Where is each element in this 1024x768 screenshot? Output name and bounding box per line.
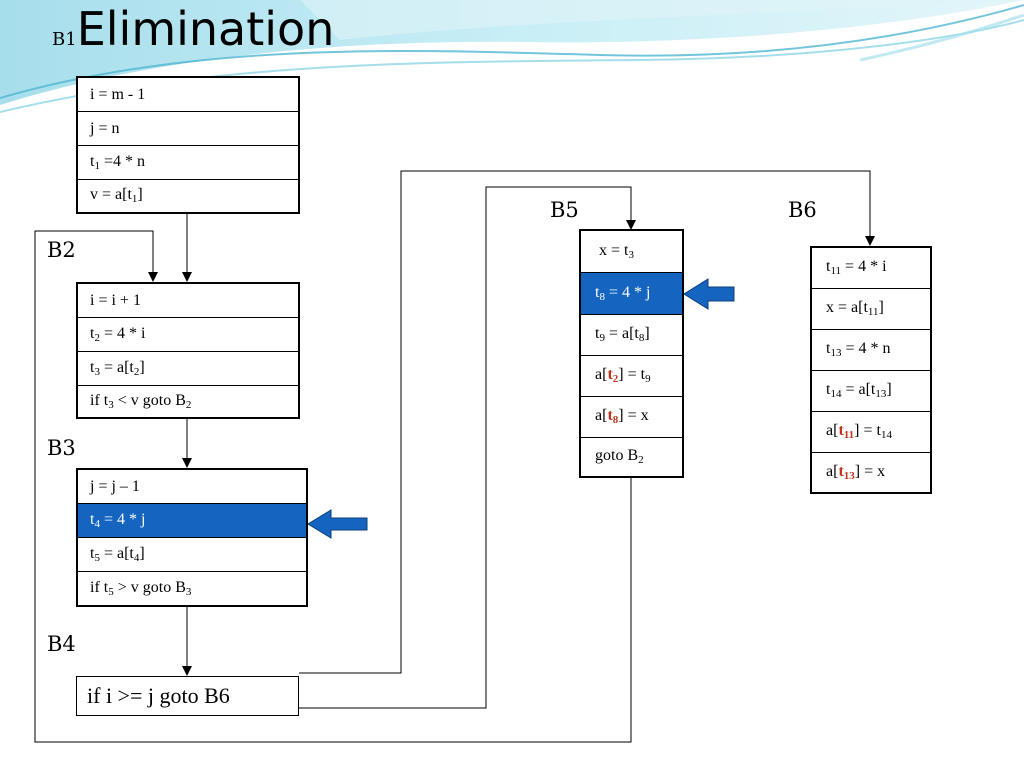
b3-stmt-2: t4 = 4 * j	[90, 510, 146, 530]
b2-stmt-2: t2 = 4 * i	[90, 324, 146, 344]
b3-row-highlighted: t4 = 4 * j	[78, 504, 306, 538]
b1-row: t1 =4 * n	[78, 146, 298, 180]
block-b5: x = t3 t8 = 4 * j t9 = a[t8] a[t2] = t9 …	[579, 229, 684, 478]
b3-stmt-4: if t5 > v goto B3	[90, 578, 192, 598]
b5-row: a[t2] = t9	[581, 356, 682, 397]
block-b4: if i >= j goto B6	[76, 676, 299, 716]
b5-stmt-3: t9 = a[t8]	[595, 325, 650, 344]
b6-stmt-5: a[t11] = t14	[826, 422, 892, 441]
b2-row: t3 = a[t2]	[78, 352, 298, 386]
b5-stmt-5: a[t8] = x	[595, 407, 649, 426]
b6-stmt-3: t13 = 4 * n	[826, 340, 891, 359]
b3-row: if t5 > v goto B3	[78, 572, 306, 605]
b5-stmt-2: t8 = 4 * j	[595, 283, 651, 303]
b3-row: t5 = a[t4]	[78, 538, 306, 572]
b6-stmt-1: t11 = 4 * i	[826, 258, 887, 277]
b6-row: x = a[t11]	[812, 289, 930, 330]
slide-title: B1Elimination	[52, 2, 334, 56]
b6-row: a[t11] = t14	[812, 412, 930, 453]
b2-stmt-3: t3 = a[t2]	[90, 358, 145, 378]
label-b6: B6	[788, 198, 817, 222]
b2-row: t2 = 4 * i	[78, 318, 298, 352]
b6-row: t11 = 4 * i	[812, 248, 930, 289]
block-b6: t11 = 4 * i x = a[t11] t13 = 4 * n t14 =…	[810, 246, 932, 494]
b1-row: v = a[t1]	[78, 180, 298, 212]
b3-row: j = j – 1	[78, 470, 306, 504]
b5-stmt-6: goto B2	[595, 447, 644, 466]
b1-row: j = n	[78, 112, 298, 146]
label-b3: B3	[47, 436, 76, 460]
b5-stmt-4: a[t2] = t9	[595, 366, 651, 385]
title-main: Elimination	[76, 2, 335, 56]
b1-stmt-3: t1 =4 * n	[90, 152, 145, 172]
b3-stmt-3: t5 = a[t4]	[90, 544, 145, 564]
b5-row: x = t3	[581, 231, 682, 273]
b5-stmt-1: x = t3	[599, 241, 634, 261]
b5-row-highlighted: t8 = 4 * j	[581, 273, 682, 315]
b1-stmt-1: i = m - 1	[90, 85, 146, 103]
b2-stmt-4: if t3 < v goto B2	[90, 391, 192, 411]
label-b4: B4	[47, 632, 76, 656]
b2-stmt-1: i = i + 1	[90, 291, 141, 309]
b3-stmt-1: j = j – 1	[90, 477, 140, 495]
block-b1: i = m - 1 j = n t1 =4 * n v = a[t1]	[76, 76, 300, 214]
b5-row: t9 = a[t8]	[581, 315, 682, 356]
b5-row: a[t8] = x	[581, 397, 682, 438]
b6-row: t13 = 4 * n	[812, 330, 930, 371]
label-b2: B2	[47, 238, 76, 262]
label-b5: B5	[550, 198, 579, 222]
b2-row: if t3 < v goto B2	[78, 386, 298, 417]
b6-row: t14 = a[t13]	[812, 371, 930, 412]
block-b2: i = i + 1 t2 = 4 * i t3 = a[t2] if t3 < …	[76, 282, 300, 419]
b6-stmt-4: t14 = a[t13]	[826, 381, 892, 400]
b1-stmt-2: j = n	[90, 119, 120, 137]
b6-stmt-6: a[t13] = x	[826, 462, 886, 482]
title-prefix: B1	[52, 29, 77, 50]
b6-row: a[t13] = x	[812, 453, 930, 492]
b1-stmt-4: v = a[t1]	[90, 186, 143, 205]
block-b3: j = j – 1 t4 = 4 * j t5 = a[t4] if t5 > …	[76, 468, 308, 607]
b1-row: i = m - 1	[78, 78, 298, 112]
b2-row: i = i + 1	[78, 284, 298, 318]
b6-stmt-2: x = a[t11]	[826, 299, 884, 318]
b5-row: goto B2	[581, 438, 682, 476]
